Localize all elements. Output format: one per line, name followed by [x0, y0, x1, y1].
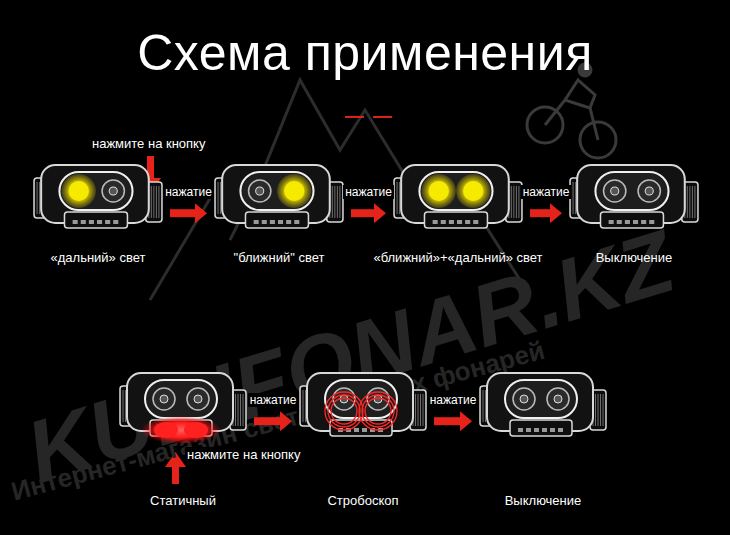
mountain-outline	[150, 80, 520, 300]
mode-label: Статичный	[150, 493, 216, 508]
arrow-connector	[170, 203, 207, 223]
mode-label: Выключение	[596, 250, 673, 265]
mode-label: Выключение	[505, 493, 582, 508]
mode-label: "ближний" свет	[234, 250, 325, 265]
headlamp-illustration	[478, 368, 608, 444]
arrow-connector	[530, 203, 562, 223]
headlamp-illustration	[298, 368, 428, 444]
headlamp-node: Выключение	[568, 160, 700, 236]
edge-label: нажатие	[428, 393, 479, 407]
headlamp-node: "ближний" свет	[213, 160, 345, 236]
headlamp-node: Стробоскоп	[298, 368, 428, 444]
diagram-title: Схема применения	[0, 24, 730, 82]
arrow-connector	[434, 411, 472, 431]
mode-label: Стробоскоп	[327, 493, 398, 508]
headlamp-illustration	[118, 368, 248, 444]
headlamp-illustration	[392, 160, 524, 236]
edge-label: нажатие	[248, 393, 299, 407]
headlamp-illustration	[568, 160, 700, 236]
headlamp-node: Статичный	[118, 368, 248, 444]
arrow-connector	[351, 203, 386, 223]
headlamp-node: Выключение	[478, 368, 608, 444]
arrow-connector	[254, 411, 292, 431]
mode-label: «дальний» свет	[51, 250, 146, 265]
title-dashes	[345, 116, 392, 118]
edge-label: нажатие	[343, 185, 394, 199]
edge-label: нажатие	[163, 185, 214, 199]
callout-text: нажмите на кнопку	[90, 136, 207, 151]
headlamp-illustration	[213, 160, 345, 236]
mode-label: «ближний»+«дальний» свет	[373, 250, 542, 265]
callout-text: нажмите на кнопку	[185, 447, 302, 462]
headlamp-illustration	[32, 160, 164, 236]
headlamp-node: «дальний» свет	[32, 160, 164, 236]
headlamp-node: «ближний»+«дальний» свет	[392, 160, 524, 236]
edge-label: нажатие	[521, 185, 572, 199]
